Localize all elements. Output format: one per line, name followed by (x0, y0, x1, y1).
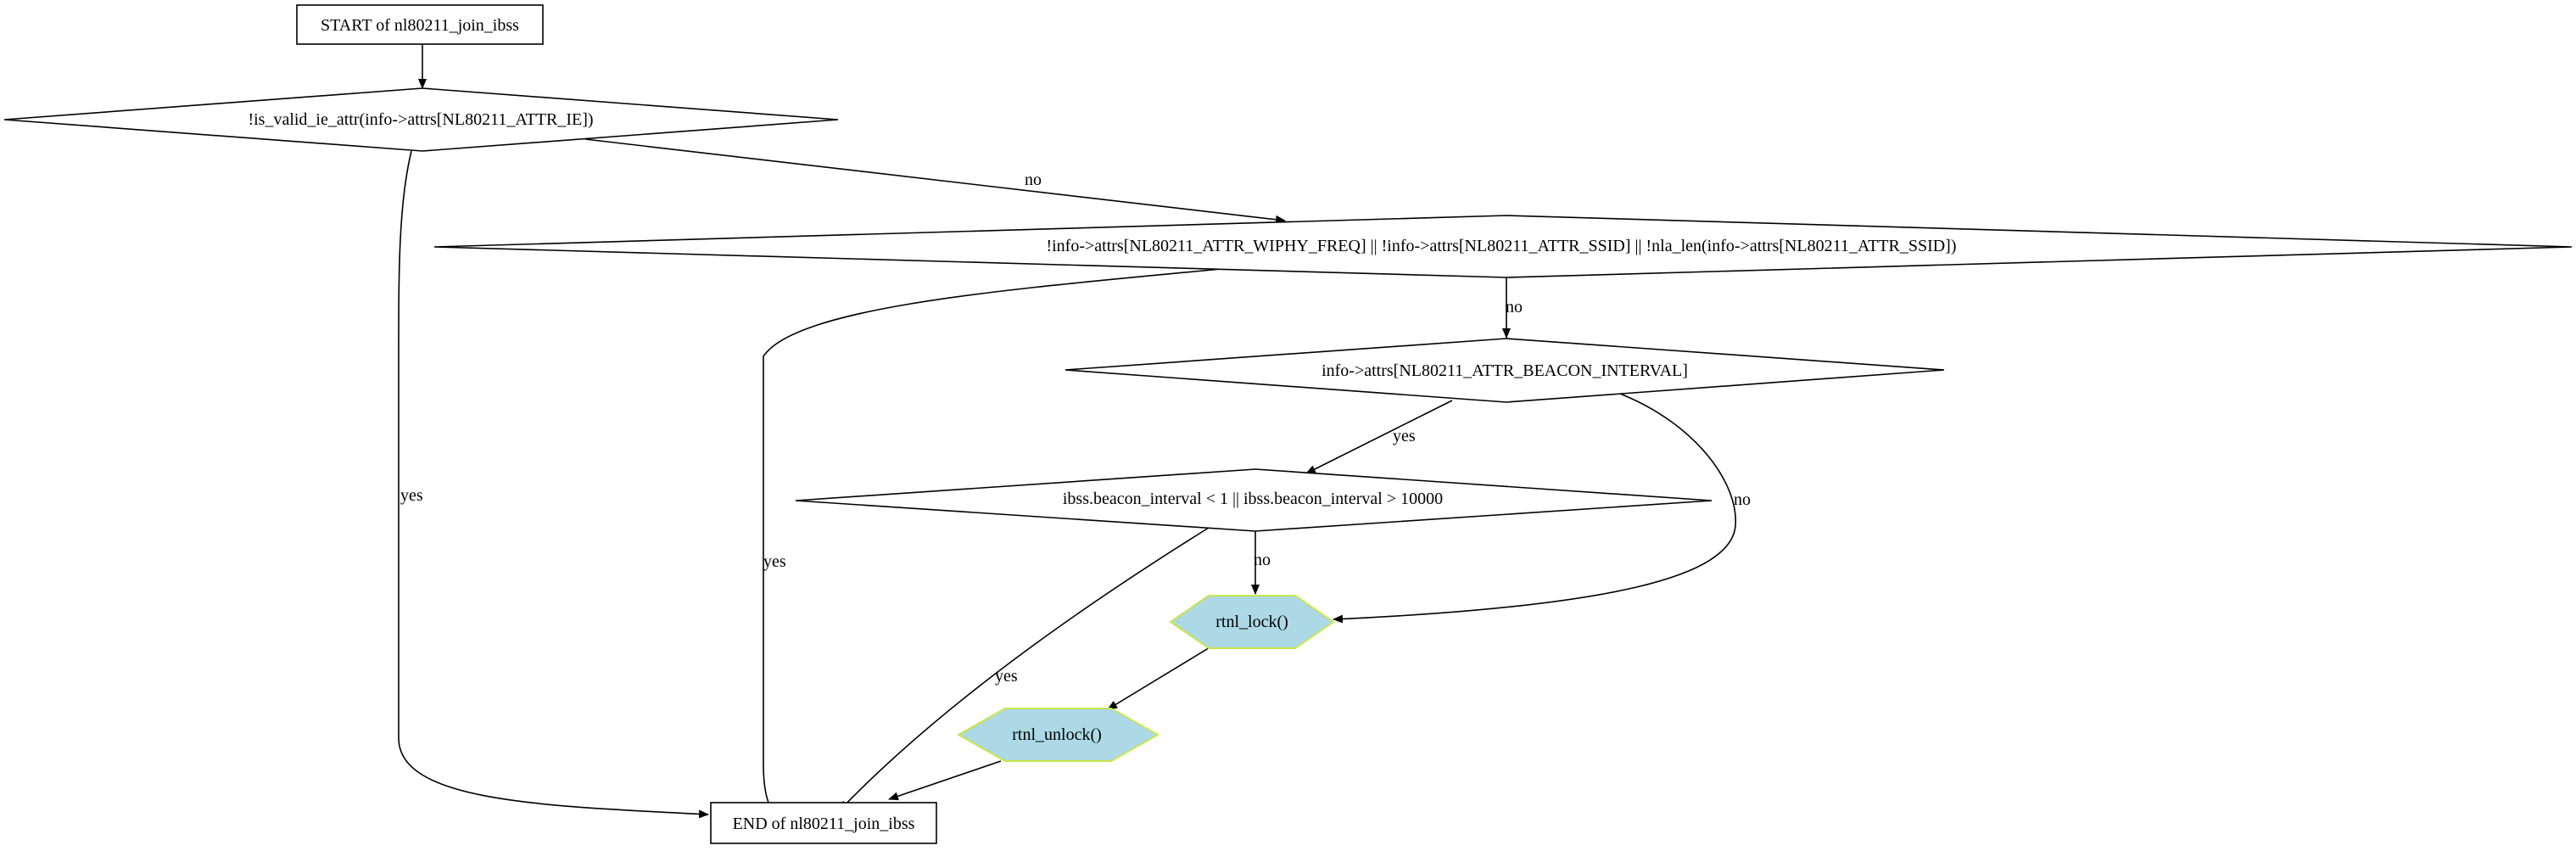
svg-text:END of nl80211_join_ibss: END of nl80211_join_ibss (733, 815, 915, 833)
svg-text:!is_valid_ie_attr(info->attrs[: !is_valid_ie_attr(info->attrs[NL80211_AT… (248, 110, 593, 129)
edge-label-check-freq-no: no (1506, 298, 1523, 316)
edge-label-beacon-range-yes: yes (995, 667, 1018, 686)
edge-label-check-ie-yes: yes (400, 486, 423, 505)
edge-check-freq-yes (763, 268, 1222, 811)
edge-beacon-range-yes (839, 527, 1210, 811)
action-rtnl-lock: rtnl_lock() (1169, 595, 1335, 649)
edge-label-beacon-range-no: no (1254, 551, 1271, 569)
edge-unlock-to-end (888, 760, 1002, 801)
edge-lock-to-unlock (1107, 646, 1212, 710)
edge-label-beacon-attr-yes: yes (1393, 427, 1416, 445)
edge-beacon-attr-yes (1305, 400, 1453, 474)
svg-text:rtnl_lock(): rtnl_lock() (1215, 613, 1288, 631)
edge-check-ie-yes (398, 150, 709, 819)
svg-text:ibss.beacon_interval < 1 || ib: ibss.beacon_interval < 1 || ibss.beacon_… (1063, 490, 1443, 508)
svg-text:START of nl80211_join_ibss: START of nl80211_join_ibss (321, 16, 519, 35)
svg-text:info->attrs[NL80211_ATTR_BEACO: info->attrs[NL80211_ATTR_BEACON_INTERVAL… (1322, 361, 1688, 380)
edge-check-ie-no (584, 138, 1286, 224)
action-rtnl-unlock: rtnl_unlock() (956, 708, 1160, 762)
decision-check-ie: !is_valid_ie_attr(info->attrs[NL80211_AT… (3, 87, 839, 152)
nodes: START of nl80211_join_ibss !is_valid_ie_… (3, 4, 2573, 844)
edge-beacon-attr-no (1333, 393, 1736, 624)
decision-check-beacon-range: ibss.beacon_interval < 1 || ibss.beacon_… (795, 468, 1713, 532)
decision-check-beacon-attr: info->attrs[NL80211_ATTR_BEACON_INTERVAL… (1064, 338, 1945, 403)
svg-text:rtnl_unlock(): rtnl_unlock() (1012, 725, 1102, 744)
svg-text:!info->attrs[NL80211_ATTR_WIPH: !info->attrs[NL80211_ATTR_WIPHY_FREQ] ||… (1046, 237, 1956, 255)
edge-label-check-freq-yes: yes (763, 552, 786, 571)
decision-check-freq-ssid: !info->attrs[NL80211_ATTR_WIPHY_FREQ] ||… (433, 215, 2573, 278)
edge-label-check-ie-no: no (1025, 171, 1042, 189)
start-node: START of nl80211_join_ibss (296, 4, 544, 45)
edge-label-beacon-attr-no: no (1734, 490, 1751, 509)
end-node: END of nl80211_join_ibss (710, 802, 937, 844)
edges: yes no yes no yes no yes no (398, 44, 1751, 819)
